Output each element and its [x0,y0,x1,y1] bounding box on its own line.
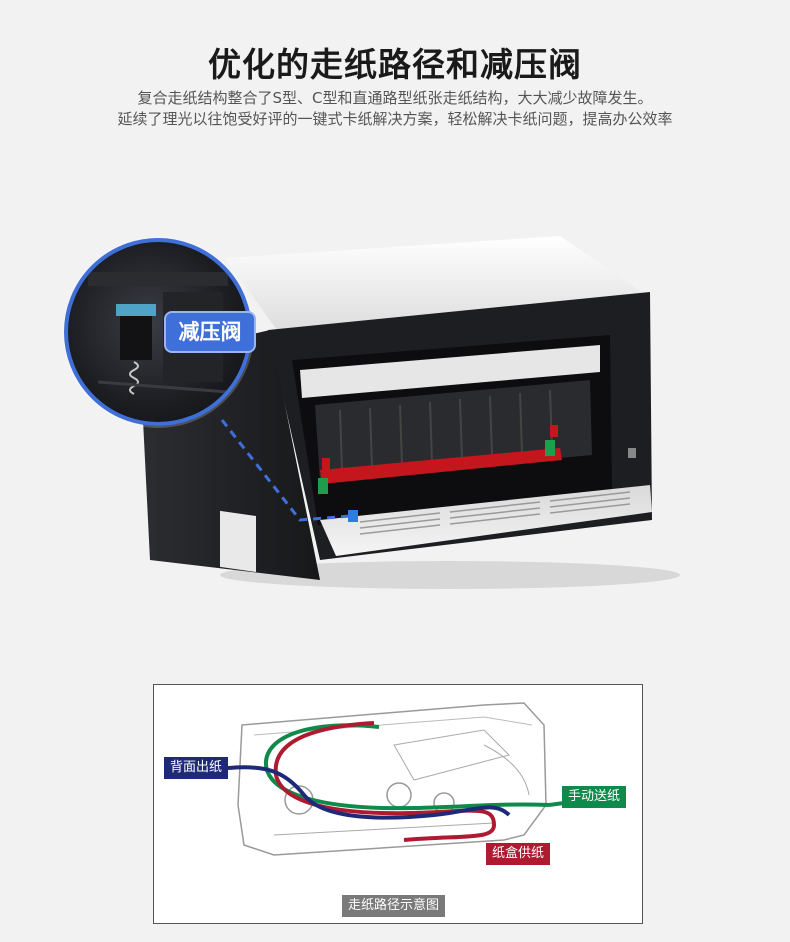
paper-path-schematic [214,702,565,856]
pressure-valve-label: 减压阀 [166,313,254,351]
page-title: 优化的走纸路径和减压阀 [208,45,582,84]
subtitle-line-2: 延续了理光以往饱受好评的一键式卡纸解决方案，轻松解决卡纸问题，提高办公效率 [117,110,673,128]
callout-leader-line [220,419,351,522]
right-green-latch [545,440,555,456]
subtitle-line-1: 复合走纸结构整合了S型、C型和直通路型纸张走纸结构，大大减少故障发生。 [137,89,653,107]
printer-top-lid [225,236,645,334]
label-tray-feed: 纸盒供纸 [486,843,551,865]
path-tray-feed [273,721,497,842]
red-roller [320,448,562,484]
rating-label [220,510,256,572]
path-manual-feed [263,723,550,811]
path-back-output [228,765,511,820]
label-back-output: 背面出纸 [164,757,229,779]
valve-spring [129,361,139,395]
diagram-caption: 走纸路径示意图 [342,895,446,917]
left-green-latch [318,478,328,494]
paper-path-diagram [153,684,643,924]
valve-cap [116,304,156,316]
pressure-valve-marker [348,510,358,522]
label-manual-feed: 手动送纸 [562,786,627,808]
